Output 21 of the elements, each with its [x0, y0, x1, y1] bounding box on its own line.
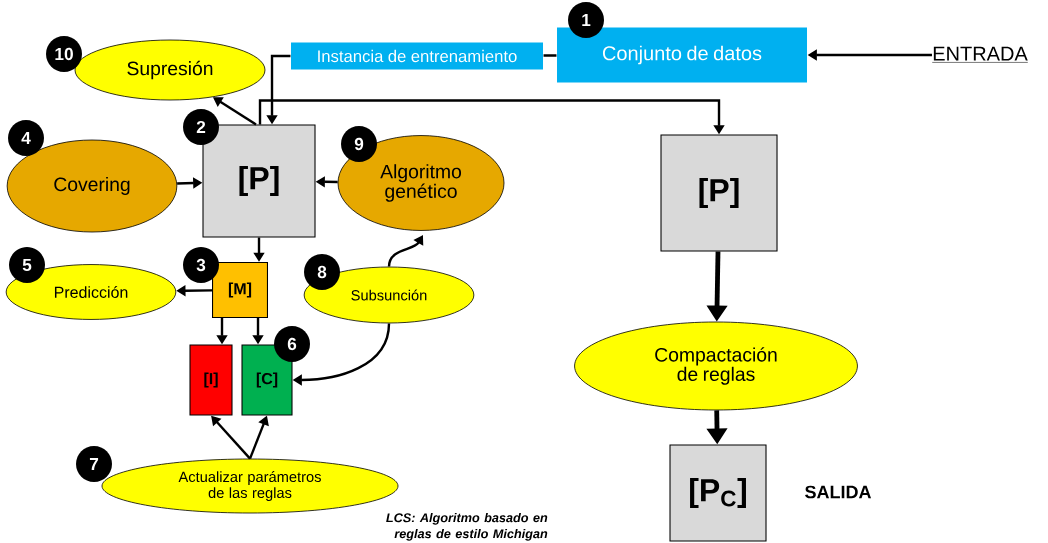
data-box: Conjunto de datos [557, 27, 807, 83]
number-badge: 1 [568, 2, 604, 38]
number-badge: 8 [304, 254, 340, 290]
output-label: SALIDA [805, 485, 872, 499]
instance-box: Instancia de entrenamiento [291, 42, 543, 70]
number-badge: 9 [341, 126, 377, 162]
number-badge: 6 [274, 326, 310, 362]
compact-population-box: [P$_{C}$] [669, 444, 767, 542]
arrow [213, 97, 257, 126]
arrow [387, 235, 424, 267]
input-label: ENTRADA [931, 46, 1029, 63]
number-badge: 4 [8, 120, 44, 156]
number-badge: 3 [183, 247, 219, 283]
match-set-box: [M] [212, 262, 268, 318]
incorrect-set-box: [I] [189, 344, 233, 416]
population-box: [P] [660, 134, 778, 252]
number-badge: 7 [76, 446, 112, 482]
number-badge: 2 [183, 109, 219, 145]
caption-note: LCS: Algoritmo basado en reglas de estilo Michigan [386, 512, 548, 541]
number-badge: 5 [9, 247, 45, 283]
number-badge: 10 [46, 36, 82, 72]
